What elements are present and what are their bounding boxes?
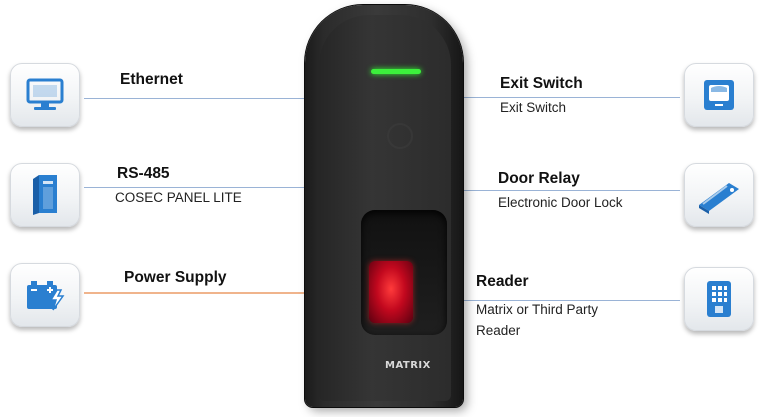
reader-line [462, 300, 680, 301]
reader-tile [684, 267, 754, 331]
ethernet-title: Ethernet [120, 71, 183, 88]
door-relay-subtitle: Electronic Door Lock [498, 195, 623, 210]
exit-switch-title: Exit Switch [500, 75, 583, 92]
fingerprint-sensor [369, 261, 413, 323]
door-relay-title: Door Relay [498, 170, 580, 187]
battery-bolt-icon [27, 281, 65, 311]
rfid-mark-icon [387, 123, 413, 149]
fingerprint-reader-device: MATRIX [305, 5, 463, 407]
door-relay-line [462, 190, 680, 191]
power-supply-line [84, 292, 304, 294]
rs485-subtitle: COSEC PANEL LITE [115, 190, 242, 205]
exit-switch-subtitle: Exit Switch [500, 100, 567, 115]
reader-title: Reader [476, 273, 529, 290]
rs485-title: RS-485 [117, 165, 170, 182]
ethernet-line [84, 98, 304, 99]
status-led [371, 69, 421, 74]
exit-switch-line [462, 97, 680, 98]
rs485-line [84, 187, 304, 188]
reader-subtitle-line2: Reader [476, 323, 521, 338]
power-tile [10, 263, 80, 327]
reader-subtitle-line1: Matrix or Third Party [476, 302, 599, 317]
power-supply-title: Power Supply [124, 269, 227, 286]
door-lock-icon [699, 183, 739, 214]
exit-switch-icon [704, 80, 734, 110]
door-relay-tile [684, 163, 754, 227]
brand-label: MATRIX [385, 360, 431, 371]
rs485-tile [10, 163, 80, 227]
monitor-icon [26, 78, 64, 110]
ethernet-tile [10, 63, 80, 127]
exit-switch-tile [684, 63, 754, 127]
panel-icon [33, 175, 57, 215]
keypad-reader-icon [707, 281, 731, 317]
device-face [319, 15, 451, 401]
